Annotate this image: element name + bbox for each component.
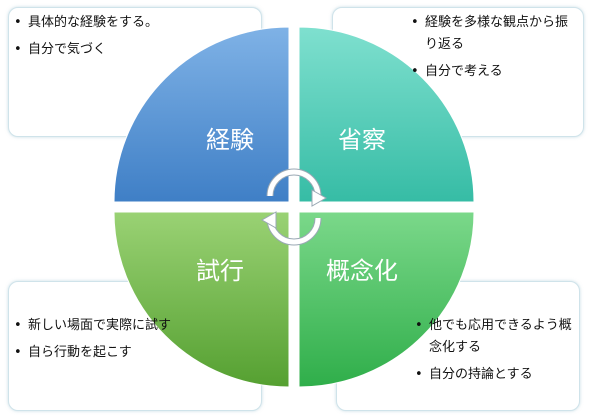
- circular-arrows-icon: [260, 168, 328, 246]
- note-item: 自分の持論とする: [415, 364, 575, 386]
- note-item: 新しい場面で実際に試す: [14, 315, 174, 337]
- note-item: 他でも応用できるよう概念化する: [415, 315, 575, 359]
- notes-conceptualization: 他でも応用できるよう概念化する 自分の持論とする: [415, 315, 575, 391]
- quadrant-label-reflection: 省察: [338, 126, 386, 154]
- note-item: 経験を多様な観点から振り返る: [411, 12, 571, 56]
- quadrant-experience: [113, 26, 290, 203]
- notes-experience: 具体的な経験をする。 自分で気づく: [14, 12, 244, 66]
- note-item: 自ら行動を起こす: [14, 342, 174, 364]
- note-item: 具体的な経験をする。: [14, 12, 244, 34]
- quadrant-label-conceptualization: 概念化: [326, 257, 398, 285]
- note-item: 自分で考える: [411, 61, 571, 83]
- note-item: 自分で気づく: [14, 39, 244, 61]
- notes-trial: 新しい場面で実際に試す 自ら行動を起こす: [14, 315, 174, 369]
- quadrant-label-experience: 経験: [206, 126, 254, 154]
- notes-reflection: 経験を多様な観点から振り返る 自分で考える: [411, 12, 571, 88]
- quadrant-label-trial: 試行: [196, 257, 244, 285]
